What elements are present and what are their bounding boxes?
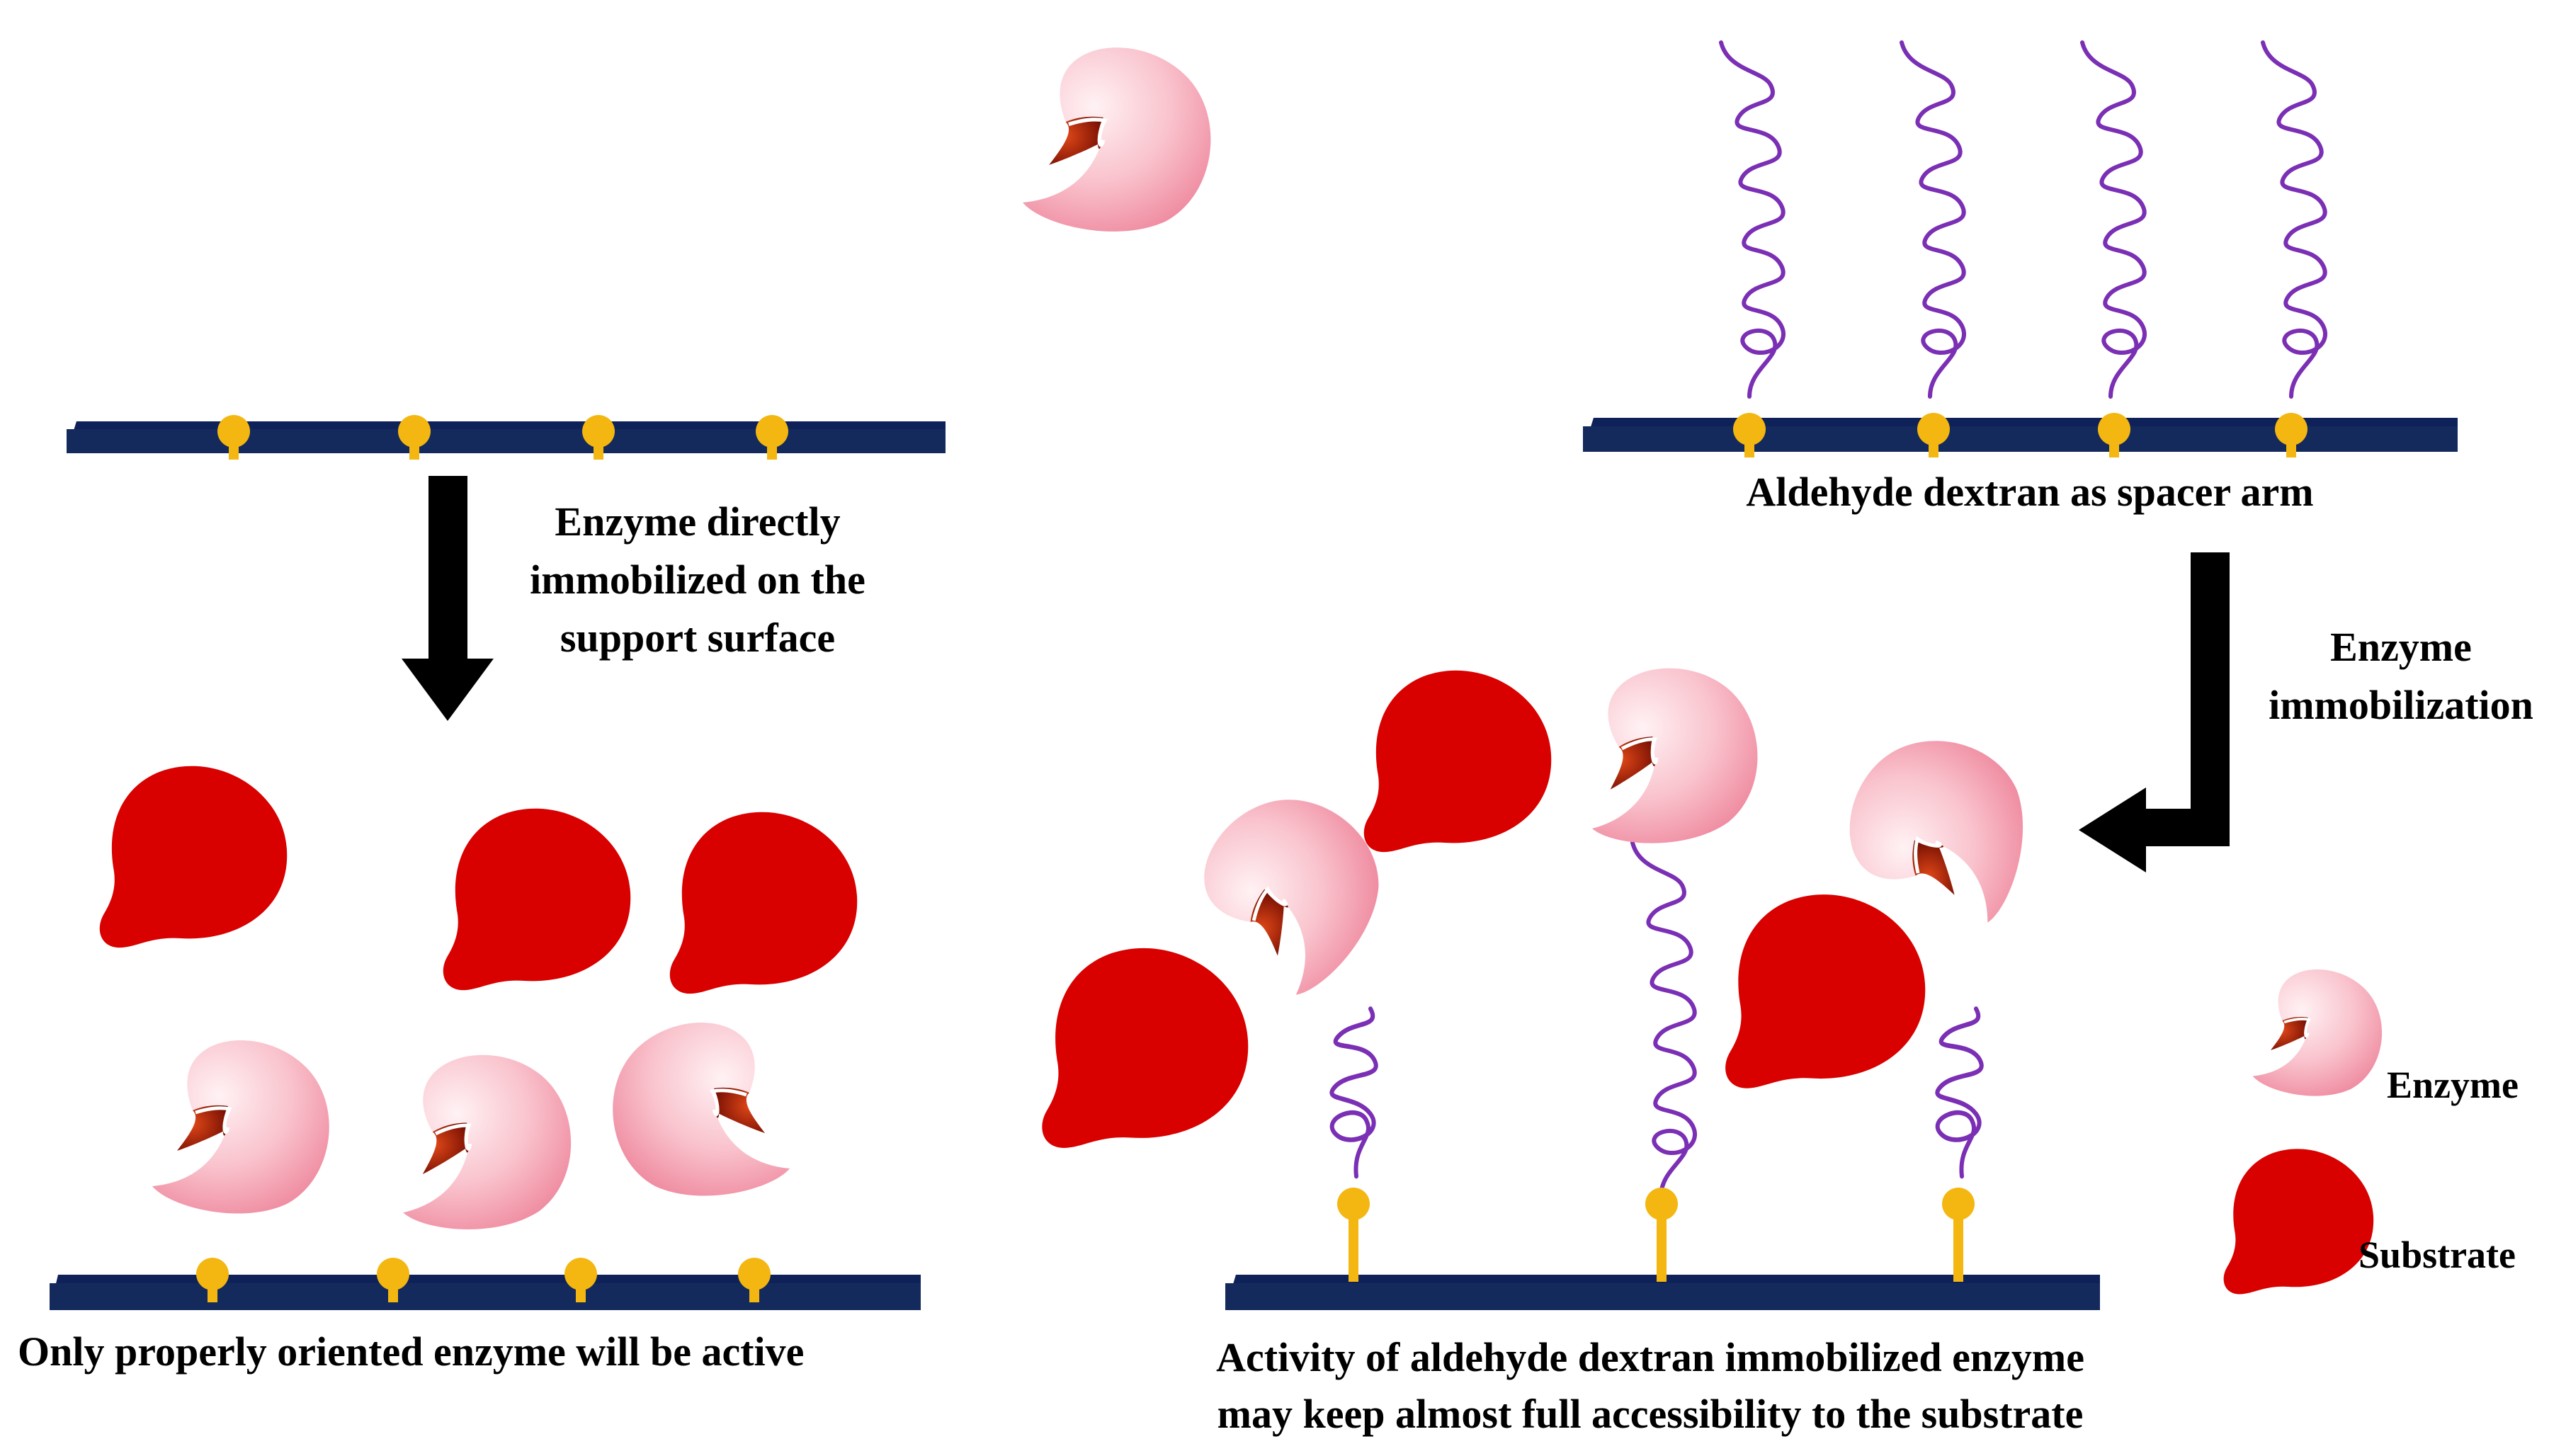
- left-down-arrow: [402, 476, 494, 721]
- legend-enzyme-icon: [2251, 968, 2383, 1098]
- left-top-support: [67, 421, 946, 453]
- legend-substrate-label: Substrate: [2358, 1234, 2516, 1276]
- legend-substrate-icon: [2223, 1149, 2374, 1295]
- spacer-caption: Aldehyde dextran as spacer arm: [1746, 469, 2314, 515]
- left-process-label-line3: support surface: [560, 615, 836, 661]
- legend-enzyme-label: Enzyme: [2387, 1064, 2519, 1106]
- enzyme-1: [152, 1040, 329, 1213]
- left-caption: Only properly oriented enzyme will be ac…: [18, 1329, 805, 1375]
- right-bottom-support: [1225, 1275, 2100, 1310]
- enzyme-3: [613, 1023, 790, 1195]
- right-bottom-anchors: [1337, 1188, 1975, 1282]
- enzyme-2: [382, 1044, 581, 1240]
- left-bottom-support: [50, 1275, 921, 1310]
- right-top-support: [1583, 418, 2458, 452]
- right-process-label-line2: immobilization: [2269, 682, 2533, 728]
- right-top-spacers: [1721, 42, 2325, 397]
- left-process-label-line1: Enzyme directly: [555, 499, 841, 545]
- right-process-label-line1: Enzyme: [2330, 624, 2472, 670]
- left-enzymes: [152, 1023, 790, 1239]
- right-caption-line1: Activity of aldehyde dextran immobilized…: [1216, 1334, 2084, 1380]
- right-complexes: [1042, 654, 2030, 1148]
- left-process-label-line2: immobilized on the: [530, 557, 865, 603]
- free-enzyme: [1023, 47, 1210, 232]
- right-caption-line2: may keep almost full accessibility to th…: [1217, 1391, 2084, 1437]
- left-substrates: [99, 766, 858, 994]
- right-l-arrow: [2079, 552, 2230, 872]
